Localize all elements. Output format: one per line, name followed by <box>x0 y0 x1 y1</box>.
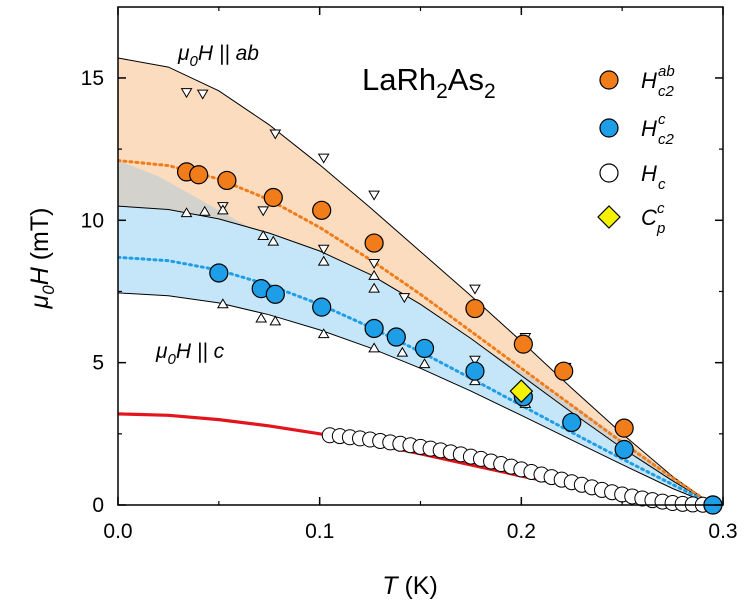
hc2-c-point <box>414 338 435 359</box>
triangle-down-point <box>368 259 380 269</box>
legend-sub-hc: c <box>658 176 666 193</box>
legend-label-cp: C <box>641 205 657 230</box>
y-tick-label: 10 <box>81 209 104 232</box>
y-axis-title: μ0H (mT) <box>26 208 58 310</box>
x-tick-label: 0.3 <box>708 520 737 543</box>
hc2-ab-point <box>614 418 634 438</box>
annotation-c: μ0H || c <box>155 340 225 368</box>
legend-entry-cp: C c p <box>597 200 665 237</box>
marker-layer <box>176 88 723 515</box>
hc2-ab-point <box>189 165 209 185</box>
y-tick-label: 0 <box>92 494 104 517</box>
triangle-up-point <box>418 358 431 369</box>
legend-label-hc2-c: H <box>641 116 657 141</box>
legend-sup-hc2-c: c <box>658 111 666 128</box>
hc2-ab-point <box>217 170 237 191</box>
band-gray <box>118 160 713 505</box>
x-tick-label: 0.2 <box>507 520 536 543</box>
legend-sup-hc2-ab: ab <box>658 63 675 80</box>
x-tick-label: 0.0 <box>103 520 132 543</box>
triangle-down-point <box>196 89 209 100</box>
hc2-ab-point <box>364 233 384 253</box>
triangle-up-point <box>216 298 229 309</box>
legend-sub-cp: p <box>656 220 665 237</box>
hc2-c-point <box>614 439 634 460</box>
triangle-down-point <box>317 153 330 164</box>
triangle-down-point <box>180 88 193 99</box>
hc2-ab-point <box>554 361 574 381</box>
band-ab <box>118 58 713 505</box>
triangle-up-point <box>216 204 229 215</box>
triangle-down-point <box>269 129 282 140</box>
hc2-c-point <box>364 318 384 339</box>
legend-entry-hc2-ab: H ab c2 <box>599 63 675 100</box>
curve-c-lower <box>118 292 714 505</box>
triangle-up-point <box>180 207 193 218</box>
triangle-down-point <box>469 355 481 366</box>
legend-marker-cp <box>597 205 621 229</box>
hc2-ab-point <box>312 200 332 220</box>
triangle-down-point <box>317 244 330 255</box>
triangle-up-point <box>368 282 380 293</box>
legend-marker-hc <box>599 163 619 183</box>
annotation-ab: μ0H || ab <box>177 42 259 70</box>
hc2-c-point <box>465 361 485 381</box>
band-layer <box>118 58 713 505</box>
x-tick-label: 0.1 <box>305 520 334 543</box>
legend-sub-hc2-c: c2 <box>658 131 675 148</box>
hc2-ab-point <box>263 187 283 208</box>
y-tick-label: 15 <box>81 67 104 90</box>
hc2-c-point <box>312 297 332 317</box>
hc2-c-point <box>386 327 406 347</box>
hc2-c-point <box>209 263 229 283</box>
legend-marker-hc2-ab <box>599 70 619 90</box>
triangle-up-point <box>269 315 282 326</box>
legend: H ab c2 H c c2 H c C c p <box>597 63 675 237</box>
triangle-up-point <box>267 235 280 246</box>
triangle-down-point <box>257 206 270 217</box>
triangle-up-point <box>368 269 380 280</box>
triangle-up-point <box>368 342 380 353</box>
legend-label-hc: H <box>641 161 657 186</box>
hc2-c-point <box>562 412 582 433</box>
triangle-down-point <box>368 190 380 201</box>
triangle-down-point <box>398 293 411 304</box>
tick-layer: 0.0 0.1 0.2 0.3 0 5 10 15 <box>81 7 738 543</box>
legend-entry-hc2-c: H c c2 <box>599 111 675 148</box>
legend-entry-hc: H c <box>599 161 666 193</box>
triangle-up-point <box>396 346 409 357</box>
legend-sub-hc2-ab: c2 <box>658 83 675 100</box>
y-tick-label: 5 <box>92 352 104 375</box>
triangle-up-point <box>317 328 330 339</box>
cp-point <box>509 379 534 403</box>
hc2-c-point <box>265 284 285 304</box>
x-axis-title: T (K) <box>382 572 438 600</box>
triangle-up-point <box>317 255 330 266</box>
legend-marker-hc2-c <box>599 118 619 138</box>
legend-label-hc2-ab: H <box>641 68 657 93</box>
triangle-up-point <box>255 312 268 323</box>
hc2-ab-point <box>465 298 485 319</box>
triangle-down-point <box>469 284 481 295</box>
hc2-ab-point <box>513 334 533 354</box>
triangle-up-point <box>257 229 270 240</box>
triangle-up-point <box>198 205 211 216</box>
compound-title: LaRh2As2 <box>362 62 496 103</box>
legend-sup-cp: c <box>657 200 665 217</box>
